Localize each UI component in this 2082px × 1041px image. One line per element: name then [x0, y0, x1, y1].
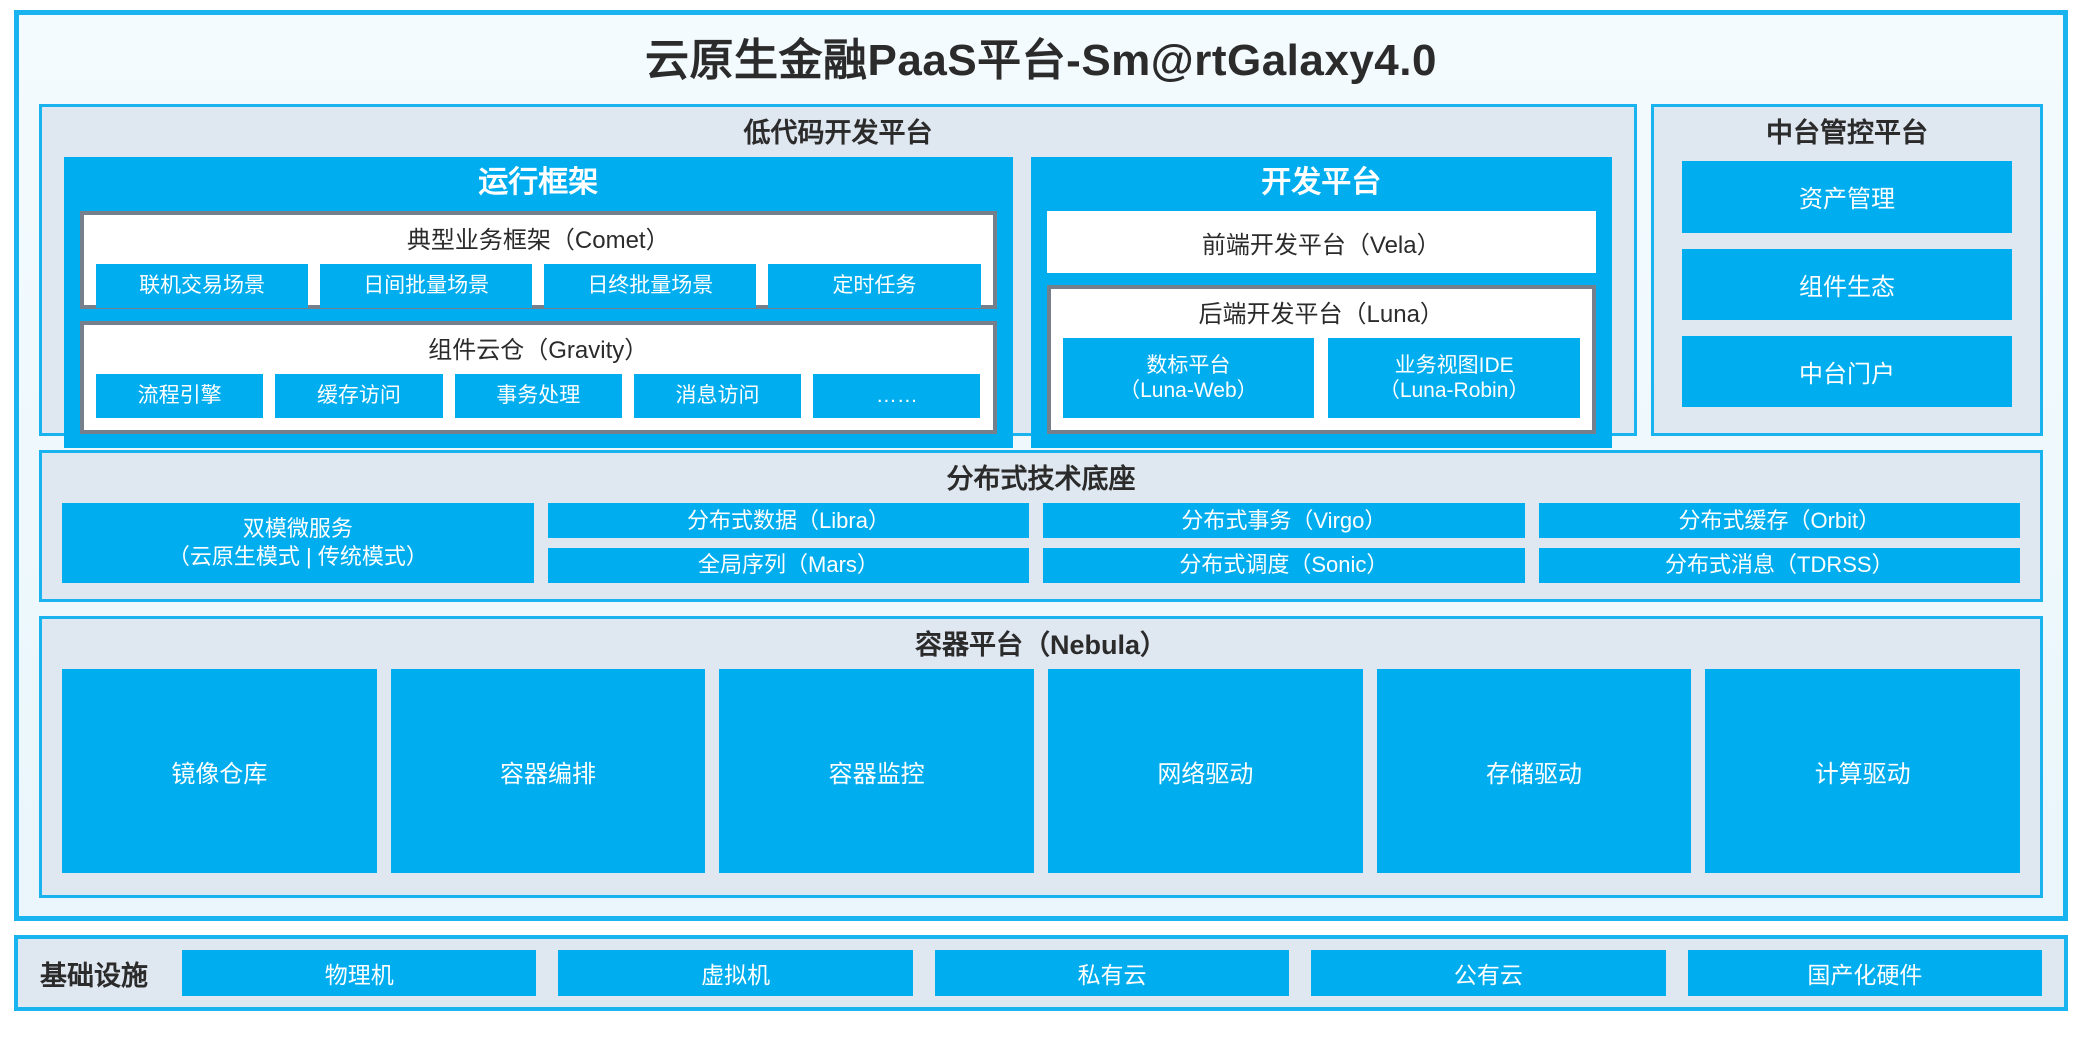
platform-main-frame: 云原生金融PaaS平台-Sm@rtGalaxy4.0 低代码开发平台 运行框架 … — [14, 10, 2068, 921]
infra-item-physical-machine[interactable]: 物理机 — [182, 950, 537, 996]
gravity-items: 流程引擎 缓存访问 事务处理 消息访问 …… — [96, 374, 981, 419]
mgmt-item-asset[interactable]: 资产管理 — [1682, 161, 2012, 233]
runtime-framework-title: 运行框架 — [478, 166, 599, 200]
dist-col-1: 分布式数据（Libra） 全局序列（Mars） — [547, 503, 1030, 584]
microservice-line2: （云原生模式 | 传统模式） — [167, 544, 428, 570]
gravity-item-more[interactable]: …… — [813, 374, 981, 419]
container-platform-panel: 容器平台（Nebula） 镜像仓库 容器编排 容器监控 网络驱动 存储驱动 计算… — [39, 616, 2043, 898]
luna-backend-card: 后端开发平台（Luna） 数标平台 （Luna-Web） 业务视图IDE （Lu… — [1046, 285, 1596, 435]
microservice-line1: 双模微服务 — [242, 515, 353, 541]
dist-col-2: 分布式事务（Virgo） 分布式调度（Sonic） — [1043, 503, 1525, 584]
gravity-item[interactable]: 流程引擎 — [96, 374, 264, 419]
management-platform-items: 资产管理 组件生态 中台门户 — [1654, 157, 2040, 433]
dist-item-orbit[interactable]: 分布式缓存（Orbit） — [1538, 503, 2020, 539]
development-platform-group: 开发平台 前端开发平台（Vela） 后端开发平台（Luna） 数标平台 （Lun… — [1030, 157, 1612, 449]
comet-items: 联机交易场景 日间批量场景 日终批量场景 定时任务 — [96, 264, 981, 309]
comet-item[interactable]: 日间批量场景 — [320, 264, 533, 309]
mgmt-item-component[interactable]: 组件生态 — [1682, 248, 2012, 320]
gravity-item[interactable]: 消息访问 — [633, 374, 802, 419]
comet-card: 典型业务框架（Comet） 联机交易场景 日间批量场景 日终批量场景 定时任务 — [80, 211, 997, 310]
distributed-foundation-title: 分布式技术底座 — [946, 464, 1136, 494]
luna-title: 后端开发平台（Luna） — [1198, 301, 1444, 329]
container-item-orchestration[interactable]: 容器编排 — [390, 669, 706, 873]
luna-item-web[interactable]: 数标平台 （Luna-Web） — [1062, 338, 1315, 419]
infra-item-domestic-hardware[interactable]: 国产化硬件 — [1687, 950, 2043, 996]
comet-item[interactable]: 定时任务 — [768, 264, 981, 309]
vela-frontend-card[interactable]: 前端开发平台（Vela） — [1046, 211, 1596, 274]
luna-items: 数标平台 （Luna-Web） 业务视图IDE （Luna-Robin） — [1062, 338, 1580, 419]
dist-item-libra[interactable]: 分布式数据（Libra） — [547, 503, 1030, 539]
infrastructure-label: 基础设施 — [40, 960, 148, 991]
dist-item-mars[interactable]: 全局序列（Mars） — [547, 548, 1030, 584]
container-item-monitoring[interactable]: 容器监控 — [719, 669, 1035, 873]
gravity-item[interactable]: 事务处理 — [454, 374, 622, 419]
luna-item-web-name: 数标平台 — [1146, 353, 1231, 377]
dist-col-3: 分布式缓存（Orbit） 分布式消息（TDRSS） — [1538, 503, 2020, 584]
comet-item[interactable]: 联机交易场景 — [96, 264, 309, 309]
distributed-foundation-panel: 分布式技术底座 双模微服务 （云原生模式 | 传统模式） 分布式数据（Libra… — [39, 450, 2043, 602]
comet-title: 典型业务框架（Comet） — [406, 227, 670, 255]
dist-item-virgo[interactable]: 分布式事务（Virgo） — [1043, 503, 1525, 539]
container-item-image-registry[interactable]: 镜像仓库 — [62, 669, 377, 873]
container-item-compute-driver[interactable]: 计算驱动 — [1705, 669, 2021, 873]
infra-item-private-cloud[interactable]: 私有云 — [934, 950, 1290, 996]
lowcode-platform-title: 低代码开发平台 — [743, 118, 933, 148]
runtime-framework-group: 运行框架 典型业务框架（Comet） 联机交易场景 日间批量场景 日终批量场景 … — [64, 157, 1013, 449]
dist-col-microservice: 双模微服务 （云原生模式 | 传统模式） — [62, 503, 534, 583]
container-platform-items: 镜像仓库 容器编排 容器监控 网络驱动 存储驱动 计算驱动 — [42, 669, 2040, 895]
dist-item-tdrss[interactable]: 分布式消息（TDRSS） — [1538, 548, 2020, 584]
luna-item-web-code: （Luna-Web） — [1119, 379, 1258, 403]
lowcode-platform-body: 运行框架 典型业务框架（Comet） 联机交易场景 日间批量场景 日终批量场景 … — [42, 157, 1634, 468]
luna-item-robin-name: 业务视图IDE — [1394, 353, 1514, 377]
gravity-title: 组件云仓（Gravity） — [428, 337, 649, 365]
development-platform-title: 开发平台 — [1261, 166, 1382, 200]
gravity-item[interactable]: 缓存访问 — [275, 374, 443, 419]
container-item-storage-driver[interactable]: 存储驱动 — [1376, 669, 1692, 873]
mgmt-item-portal[interactable]: 中台门户 — [1682, 335, 2012, 407]
luna-item-robin-code: （Luna-Robin） — [1378, 379, 1530, 403]
luna-item-robin[interactable]: 业务视图IDE （Luna-Robin） — [1328, 338, 1580, 419]
gravity-card: 组件云仓（Gravity） 流程引擎 缓存访问 事务处理 消息访问 …… — [80, 321, 997, 435]
distributed-foundation-body: 双模微服务 （云原生模式 | 传统模式） 分布式数据（Libra） 全局序列（M… — [42, 503, 2040, 599]
infra-item-virtual-machine[interactable]: 虚拟机 — [558, 950, 913, 996]
container-platform-title: 容器平台（Nebula） — [914, 630, 1168, 660]
management-platform-title: 中台管控平台 — [1766, 118, 1928, 148]
lowcode-platform-panel: 低代码开发平台 运行框架 典型业务框架（Comet） 联机交易场景 日间批量场景… — [39, 104, 1637, 449]
dist-item-microservice[interactable]: 双模微服务 （云原生模式 | 传统模式） — [62, 503, 534, 583]
comet-item[interactable]: 日终批量场景 — [544, 264, 757, 309]
infrastructure-panel: 基础设施 物理机 虚拟机 私有云 公有云 国产化硬件 — [14, 935, 2068, 1011]
page-title: 云原生金融PaaS平台-Sm@rtGalaxy4.0 — [645, 36, 1437, 85]
management-platform-panel: 中台管控平台 资产管理 组件生态 中台门户 — [1651, 104, 2043, 436]
container-item-network-driver[interactable]: 网络驱动 — [1048, 669, 1363, 873]
dist-item-sonic[interactable]: 分布式调度（Sonic） — [1043, 548, 1525, 584]
infra-item-public-cloud[interactable]: 公有云 — [1311, 950, 1666, 996]
top-row: 低代码开发平台 运行框架 典型业务框架（Comet） 联机交易场景 日间批量场景… — [39, 104, 2043, 449]
